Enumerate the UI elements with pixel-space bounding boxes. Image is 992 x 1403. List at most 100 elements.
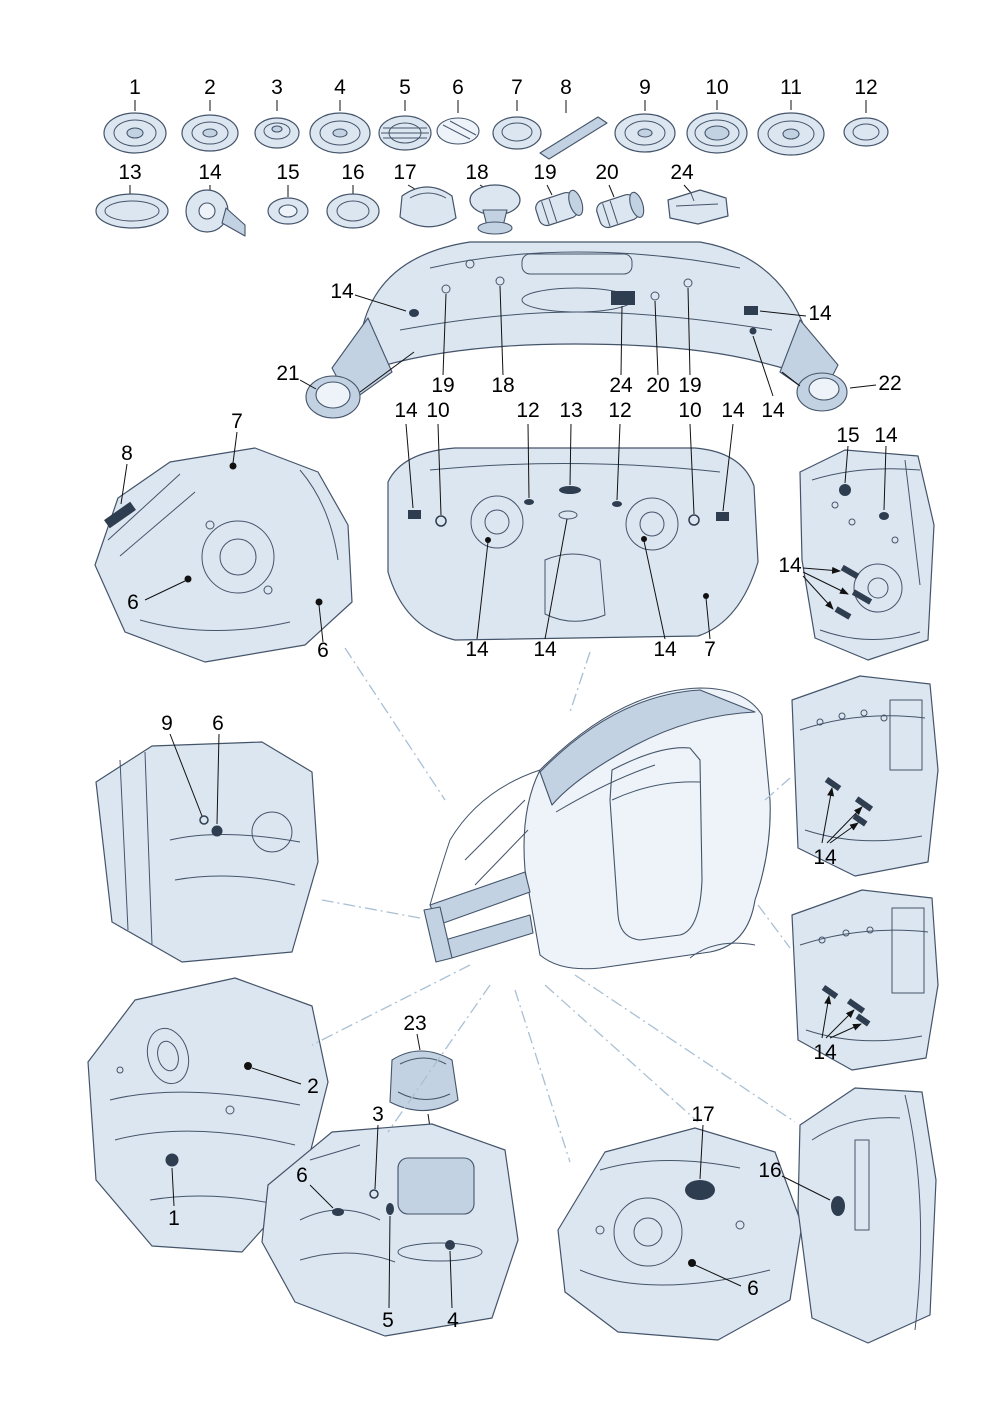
callout-1: 1	[168, 1167, 180, 1230]
plug-10-mark	[435, 515, 447, 527]
plug-5-mark	[386, 1203, 394, 1215]
callout-label: 16	[758, 1159, 781, 1182]
part-7-plug	[492, 116, 542, 150]
part-13-pad	[95, 193, 169, 229]
part-16-plug	[326, 193, 380, 229]
plug-6-mark	[332, 1208, 344, 1216]
view-strut-tower-left	[87, 977, 329, 1253]
callout-label: 24	[609, 374, 633, 397]
plug-14-mark	[749, 327, 757, 335]
part-number: 20	[595, 161, 618, 184]
callout-17: 17	[691, 1103, 715, 1180]
plug-14-mark	[716, 512, 729, 521]
callout-7: 7	[704, 597, 716, 661]
plug-6-mark	[211, 825, 223, 837]
part-12-plug	[843, 117, 889, 147]
part-number: 4	[334, 76, 346, 99]
part-number: 11	[780, 76, 802, 99]
plug-24-mark	[611, 291, 635, 305]
part-number: 3	[271, 76, 283, 99]
plug-12-mark	[524, 499, 534, 505]
part-8-strip	[539, 116, 608, 160]
part-number: 1	[129, 76, 141, 99]
view-firewall-center	[387, 447, 759, 641]
callout-14: 14	[778, 554, 849, 610]
view-door-frame-right	[797, 1087, 937, 1344]
callout-14: 14	[813, 995, 862, 1064]
callout-21: 21	[276, 362, 299, 385]
callout-label: 6	[296, 1164, 308, 1187]
callout-14: 14	[759, 302, 832, 325]
callout-label: 14	[465, 638, 489, 661]
callout-label: 3	[372, 1103, 384, 1126]
part-number: 2	[204, 76, 216, 99]
callout-label: 6	[127, 591, 139, 614]
strip-8-mark	[104, 501, 136, 529]
callout-19: 19	[678, 287, 702, 397]
callout-19: 19	[431, 293, 455, 397]
plug-12-mark	[612, 501, 622, 507]
legend-row-1: 1 2 3 4 5 6 7 8 9 10 11 12	[103, 76, 889, 160]
callout-label: 5	[382, 1309, 394, 1332]
hole-9-mark	[199, 815, 209, 825]
callout-label: 14	[813, 846, 837, 869]
callout-4: 4	[447, 1250, 459, 1332]
callout-7: 7	[231, 410, 243, 464]
plug-2-mark	[244, 1062, 252, 1070]
part-15-ring	[267, 197, 309, 225]
plug-14-mark	[409, 309, 419, 317]
slot-14-mark	[840, 564, 860, 580]
callout-5: 5	[382, 1215, 394, 1332]
callout-label: 14	[533, 638, 557, 661]
callout-13: 13	[559, 399, 583, 486]
callout-6: 6	[127, 580, 186, 614]
slot-14-mark	[852, 813, 868, 827]
callout-6: 6	[694, 1264, 759, 1300]
part-2-plug	[181, 114, 239, 152]
callout-label: 14	[721, 399, 745, 422]
callout-14: 14	[533, 518, 568, 661]
part-5-plug	[378, 115, 432, 151]
callout-label: 8	[121, 442, 133, 465]
slot-14-mark	[834, 606, 852, 620]
part-24-cover	[667, 189, 729, 225]
part-number: 19	[533, 161, 556, 184]
plug-14-mark	[408, 510, 421, 519]
plug-15-mark	[839, 484, 851, 496]
callout-14: 14	[813, 787, 863, 869]
callout-8: 8	[120, 442, 133, 505]
part-number: 13	[118, 161, 141, 184]
connector-lines	[311, 647, 796, 1163]
part-number: 18	[465, 161, 488, 184]
callout-label: 14	[394, 399, 418, 422]
part-number: 9	[639, 76, 651, 99]
legend-ticks-row1	[134, 100, 867, 113]
slot-14-mark	[824, 776, 842, 792]
slot-14-mark	[855, 1013, 871, 1027]
callout-label: 14	[808, 302, 832, 325]
part-number: 5	[399, 76, 411, 99]
part-4-plug	[309, 112, 371, 154]
callout-6: 6	[296, 1164, 334, 1209]
part-number: 7	[511, 76, 523, 99]
part-number: 14	[198, 161, 222, 184]
callout-label: 13	[559, 399, 582, 422]
callout-14: 14	[465, 541, 489, 661]
callout-label: 6	[317, 639, 329, 662]
callout-6: 6	[212, 712, 224, 825]
part-21-illustration	[299, 351, 415, 419]
part-number: 17	[393, 161, 416, 184]
part-number: 12	[854, 76, 877, 99]
plug-14-mark	[744, 306, 758, 315]
callout-12: 12	[608, 399, 632, 501]
callout-label: 14	[874, 424, 898, 447]
callout-16: 16	[758, 1159, 831, 1201]
callout-label: 10	[426, 399, 449, 422]
slot-14-mark	[821, 984, 839, 1000]
callout-label: 12	[516, 399, 539, 422]
callout-14: 14	[752, 335, 785, 422]
callout-14: 14	[330, 280, 407, 312]
callout-label: 2	[307, 1075, 319, 1098]
